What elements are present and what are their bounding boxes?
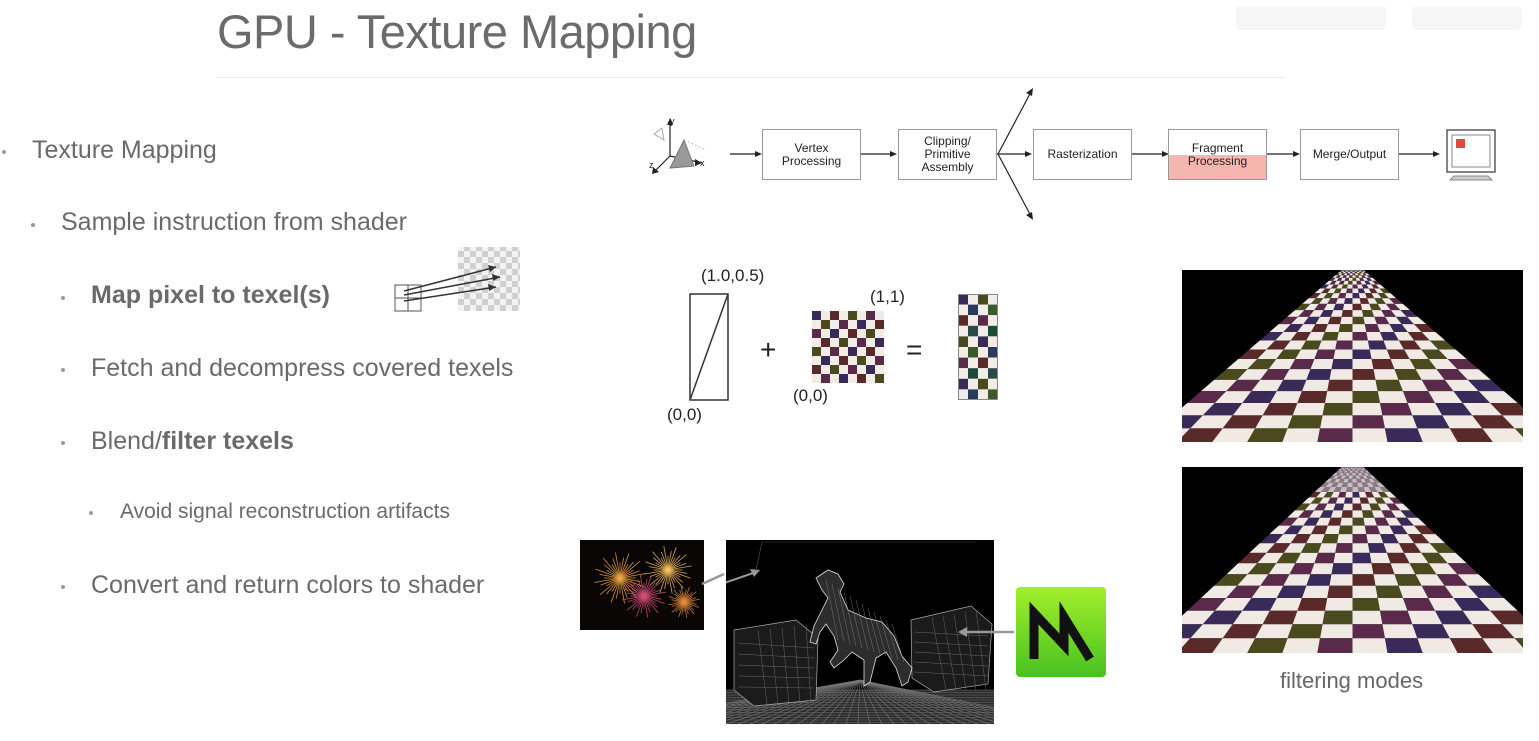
bullet-fetch-decompress: Fetch and decompress covered texels	[91, 354, 514, 382]
stage-merge-output: Merge/Output	[1300, 129, 1399, 180]
fireworks-image	[580, 540, 704, 630]
watermark-logo	[1236, 6, 1522, 30]
metal-arrow	[958, 627, 1014, 637]
stage-rasterization: Rasterization	[1033, 129, 1132, 180]
quad-top-coord: (1.0,0.5)	[701, 266, 765, 285]
bullet-dot	[31, 223, 35, 227]
bullet-blend-filter: Blend/filter texels	[91, 427, 294, 456]
mapped-result-texture	[958, 294, 998, 400]
fragment-highlight	[1169, 154, 1266, 179]
pixel-to-texel-icon	[394, 247, 520, 312]
page-title: GPU - Texture Mapping	[217, 5, 697, 58]
fireworks-arrow	[701, 572, 725, 586]
plus-sign: +	[760, 334, 777, 365]
bullet-avoid-artifacts: Avoid signal reconstruction artifacts	[120, 500, 450, 523]
texture-top-coord: (1,1)	[870, 287, 905, 306]
quad-bottom-coord: (0,0)	[667, 405, 702, 424]
texture-bottom-coord: (0,0)	[793, 386, 828, 405]
wireframe-horse-scene	[726, 540, 994, 724]
bullet-dot	[61, 441, 65, 445]
equals-sign: =	[906, 334, 923, 365]
filter-texels-bold: filter texels	[161, 427, 294, 455]
road-render-filtered	[1182, 467, 1523, 653]
bullet-map-pixel: Map pixel to texel(s)	[91, 281, 330, 309]
axes-triangle-icon	[652, 118, 707, 174]
axis-z-label: z	[649, 160, 654, 170]
monitor-icon	[1446, 129, 1496, 181]
blend-prefix: Blend/	[91, 427, 162, 455]
title-divider	[217, 77, 1285, 78]
bullet-dot	[89, 511, 93, 515]
axis-y-label: y	[670, 116, 675, 126]
road-render-nearest	[1182, 270, 1523, 442]
quad-geometry	[689, 293, 729, 401]
bullet-dot	[61, 585, 65, 589]
bullet-dot	[61, 368, 65, 372]
checkerboard-texture	[812, 311, 884, 383]
filtering-modes-caption: filtering modes	[1280, 668, 1424, 693]
metal-app-icon	[1016, 587, 1106, 677]
bullet-dot	[61, 296, 65, 300]
bullet-texture-mapping: Texture Mapping	[32, 136, 217, 164]
bullet-convert-colors: Convert and return colors to shader	[91, 571, 485, 599]
pipeline-diagram	[652, 88, 1496, 220]
bullet-sample-instruction: Sample instruction from shader	[61, 208, 407, 236]
bullet-dot	[2, 150, 6, 154]
axis-x-label: x	[700, 158, 705, 168]
